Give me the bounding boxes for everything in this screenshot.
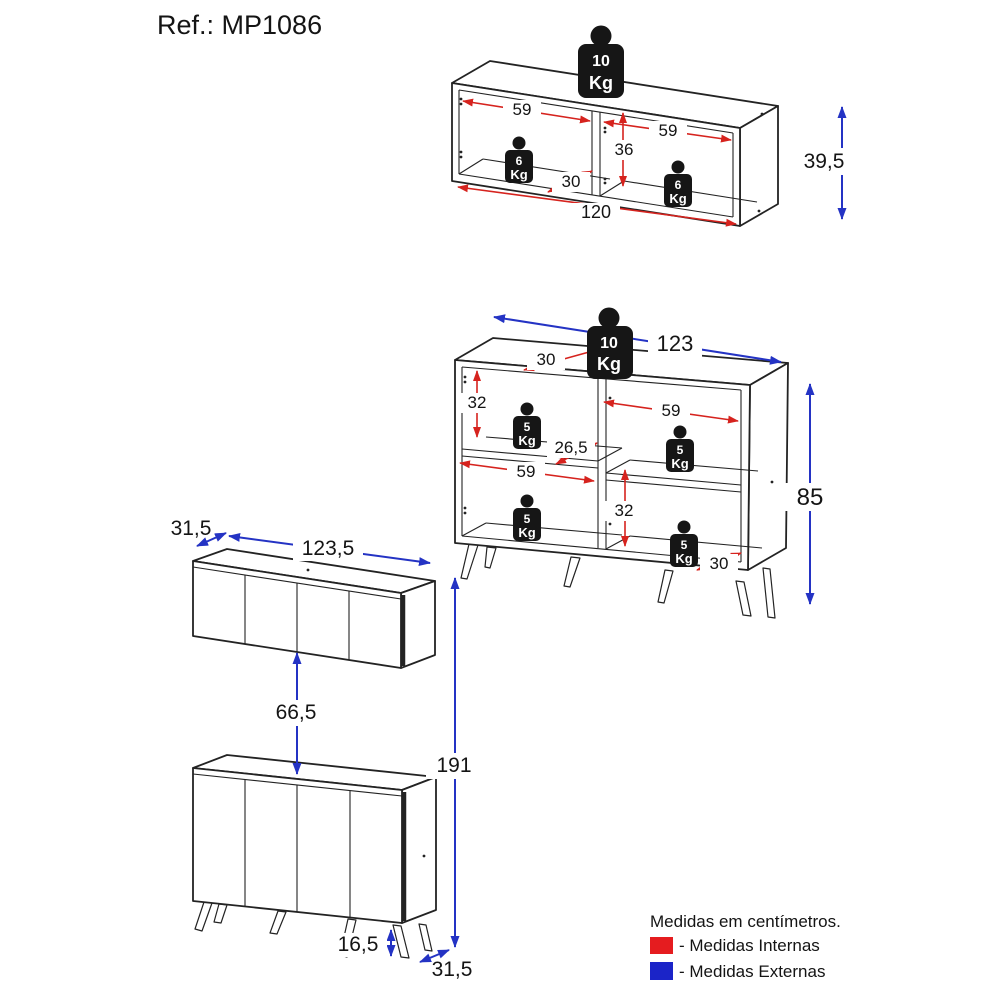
sideboard-closed-drawing: 66,5 191 16,5 31,5 — [192, 577, 482, 981]
weight-badge-5kg-upper-right: 5 Kg — [666, 425, 694, 472]
dim-bottom-depth: 30 — [710, 554, 729, 573]
dim-outer-width: 123 — [657, 331, 694, 356]
dim-mid-left-width: 59 — [517, 462, 536, 481]
dim-inner-width-right: 59 — [659, 121, 678, 140]
weight-unit: Kg — [675, 551, 692, 566]
weight-badge-5kg-lower-left: 5 Kg — [513, 494, 541, 541]
dim-top-depth: 30 — [537, 350, 556, 369]
dim-shelf-gap: 26,5 — [554, 438, 587, 457]
weight-value: 6 — [516, 154, 523, 168]
weight-unit: Kg — [597, 354, 621, 374]
dim-lower-height: 32 — [615, 501, 634, 520]
legend-swatch-external — [650, 962, 673, 980]
weight-badge-6kg-right: 6 Kg — [664, 160, 692, 207]
dim-outer-height: 85 — [797, 484, 824, 511]
weight-badge-5kg-lower-right: 5 Kg — [670, 520, 698, 567]
weight-value: 5 — [681, 538, 688, 552]
dim-gap-to-wall-cabinet: 66,5 — [276, 701, 317, 724]
dim-upper-height: 32 — [468, 393, 487, 412]
weight-unit: Kg — [518, 433, 535, 448]
weight-badge-10kg-wall: 10 Kg — [578, 25, 624, 98]
legend: Medidas em centímetros. - Medidas Intern… — [650, 912, 841, 981]
dim-depth: 31,5 — [171, 517, 212, 540]
page-title: Ref.: MP1086 — [157, 10, 322, 40]
dim-depth: 31,5 — [432, 958, 473, 981]
dim-total-width: 120 — [581, 202, 611, 222]
weight-value: 10 — [592, 53, 610, 70]
weight-badge-10kg-sideboard: 10 Kg — [587, 307, 633, 379]
legend-swatch-internal — [650, 937, 673, 954]
weight-value: 10 — [600, 335, 618, 352]
legend-internal-label: - Medidas Internas — [679, 936, 820, 955]
dim-outer-height: 39,5 — [804, 150, 845, 173]
dim-leg-height: 16,5 — [338, 933, 379, 956]
sideboard-open-drawing: 123 30 32 59 26,5 59 32 30 85 10 Kg 5 Kg — [454, 307, 837, 619]
wall-cabinet-open-drawing: 59 59 36 30 120 39,5 10 Kg 6 Kg 6 Kg — [451, 25, 854, 227]
weight-unit: Kg — [518, 525, 535, 540]
weight-badge-6kg-left: 6 Kg — [505, 136, 533, 183]
legend-heading: Medidas em centímetros. — [650, 912, 841, 931]
dim-depth: 30 — [562, 172, 581, 191]
wall-cabinet-closed-drawing: 31,5 123,5 — [171, 517, 436, 669]
dim-inner-height: 36 — [615, 140, 634, 159]
weight-value: 6 — [675, 178, 682, 192]
weight-value: 5 — [524, 512, 531, 526]
weight-value: 5 — [524, 420, 531, 434]
weight-unit: Kg — [669, 191, 686, 206]
weight-unit: Kg — [671, 456, 688, 471]
dim-total-height: 191 — [436, 754, 471, 777]
dim-inner-width-left: 59 — [513, 100, 532, 119]
legend-external-label: - Medidas Externas — [679, 962, 825, 981]
weight-unit: Kg — [510, 167, 527, 182]
dim-upper-right-width: 59 — [662, 401, 681, 420]
weight-badge-5kg-upper-left: 5 Kg — [513, 402, 541, 449]
dim-width: 123,5 — [302, 537, 355, 560]
weight-unit: Kg — [589, 73, 613, 93]
weight-value: 5 — [677, 443, 684, 457]
